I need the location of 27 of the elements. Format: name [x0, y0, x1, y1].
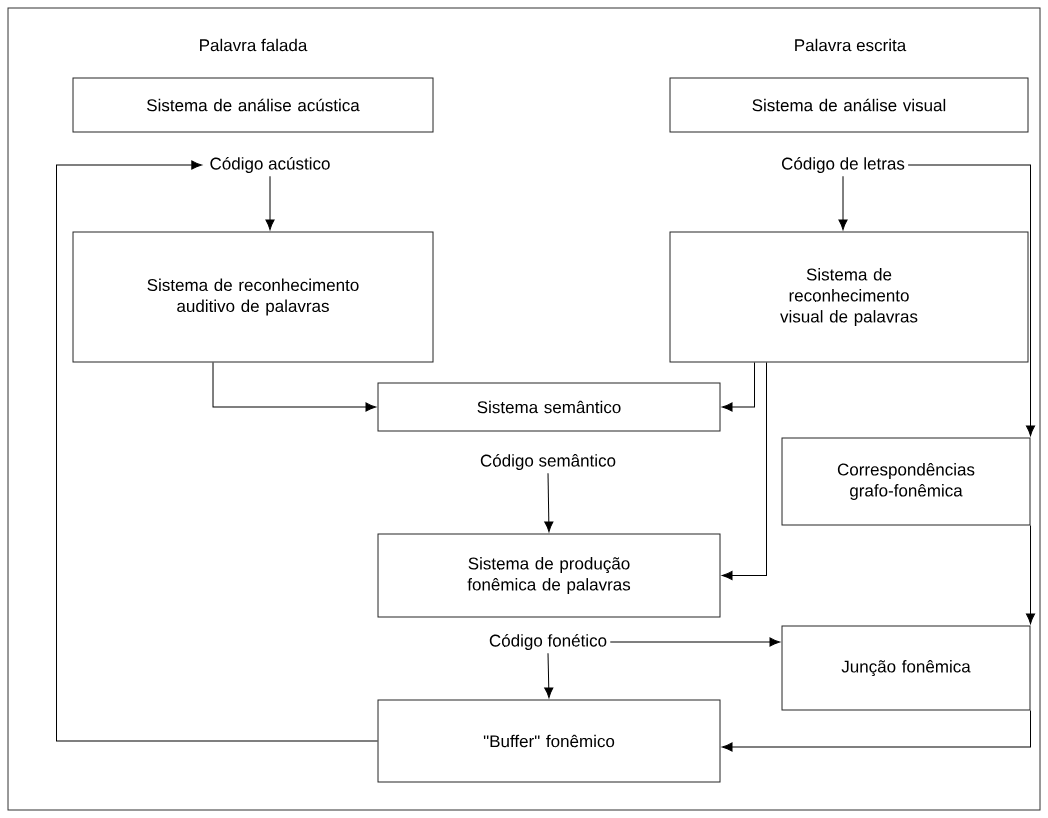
heading: Palavra escrita [795, 38, 907, 52]
process-box: Sistema de análise acústica [72, 77, 434, 133]
process-box: Sistema semântico [377, 382, 721, 432]
arrow [56, 160, 378, 742]
arrow [838, 175, 848, 231]
code-label: Código acústico [210, 157, 330, 173]
arrow [609, 637, 781, 647]
arrow [907, 164, 1036, 437]
process-box: Sistema de produção fonêmica de palavras [377, 533, 721, 618]
code-label: Código semântico [480, 453, 616, 470]
process-box: Sistema de reconhecimento auditivo de palavras [72, 231, 434, 363]
code-label: Código fonético [489, 633, 607, 650]
arrow [544, 472, 554, 533]
arrow [265, 175, 275, 231]
process-box: Sistema de reconhecimento visual de palavras [669, 231, 1029, 363]
heading: Palavra falada [200, 38, 308, 52]
arrow [721, 362, 767, 581]
arrow [721, 362, 755, 412]
arrow [721, 710, 1031, 752]
code-label: Código de letras [781, 157, 905, 173]
arrow [212, 362, 377, 412]
arrow [544, 652, 554, 699]
process-box: "Buffer" fonêmico [377, 699, 721, 783]
process-box: Correspondências grafo-fonêmica [781, 437, 1031, 526]
arrow [1025, 525, 1036, 625]
process-box: Sistema de análise visual [669, 77, 1029, 133]
process-box: Junção fonêmica [781, 625, 1031, 711]
